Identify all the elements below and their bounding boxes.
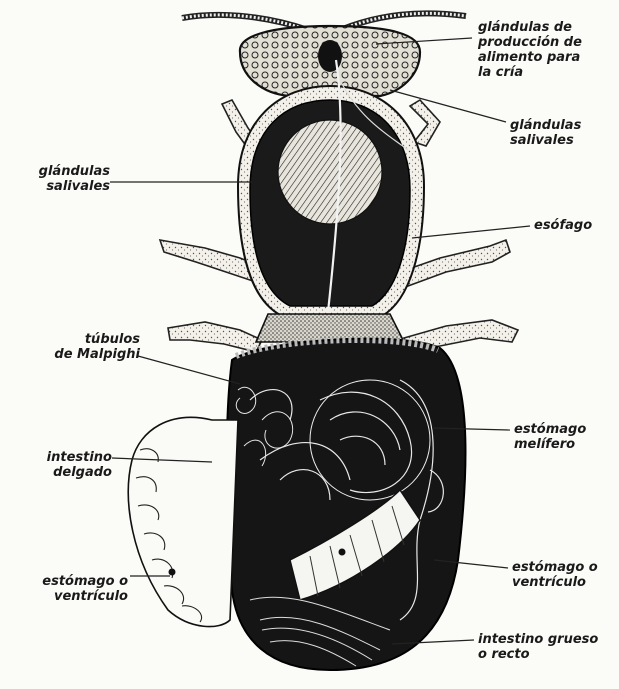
label-line: producción de [478,35,582,50]
label-line: glándulas [510,118,581,133]
label-line: glándulas de [478,20,582,35]
label-salivary-glands-right: glándulas salivales [510,118,581,148]
label-malpighian-tubules: túbulos de Malpighi [40,332,140,362]
label-line: salivales [28,179,110,194]
label-line: ventrículo [512,575,598,590]
label-line: de Malpighi [40,347,140,362]
label-line: salivales [510,133,581,148]
label-line: melífero [514,437,586,452]
label-line: intestino [24,450,112,465]
label-line: estómago o [10,574,128,589]
label-line: glándulas [28,164,110,179]
label-food-glands: glándulas de producción de alimento para… [478,20,582,80]
label-line: delgado [24,465,112,480]
ventriculus-segments [128,417,238,626]
label-line: estómago o [512,560,598,575]
label-line: túbulos [40,332,140,347]
label-ventriculus-right: estómago o ventrículo [512,560,598,590]
label-line: intestino grueso [478,632,598,647]
label-line: estómago [514,422,586,437]
thorax [238,60,424,316]
label-esophagus: esófago [534,218,592,233]
label-honey-stomach: estómago melífero [514,422,586,452]
label-line: o recto [478,647,598,662]
abdomen [227,339,466,670]
label-line: esófago [534,218,592,233]
label-line: ventrículo [10,589,128,604]
label-line: la cría [478,65,582,80]
label-large-intestine: intestino grueso o recto [478,632,598,662]
label-small-intestine: intestino delgado [24,450,112,480]
label-salivary-glands-left: glándulas salivales [28,164,110,194]
label-ventriculus-left: estómago o ventrículo [10,574,128,604]
petiole [256,314,404,342]
label-line: alimento para [478,50,582,65]
